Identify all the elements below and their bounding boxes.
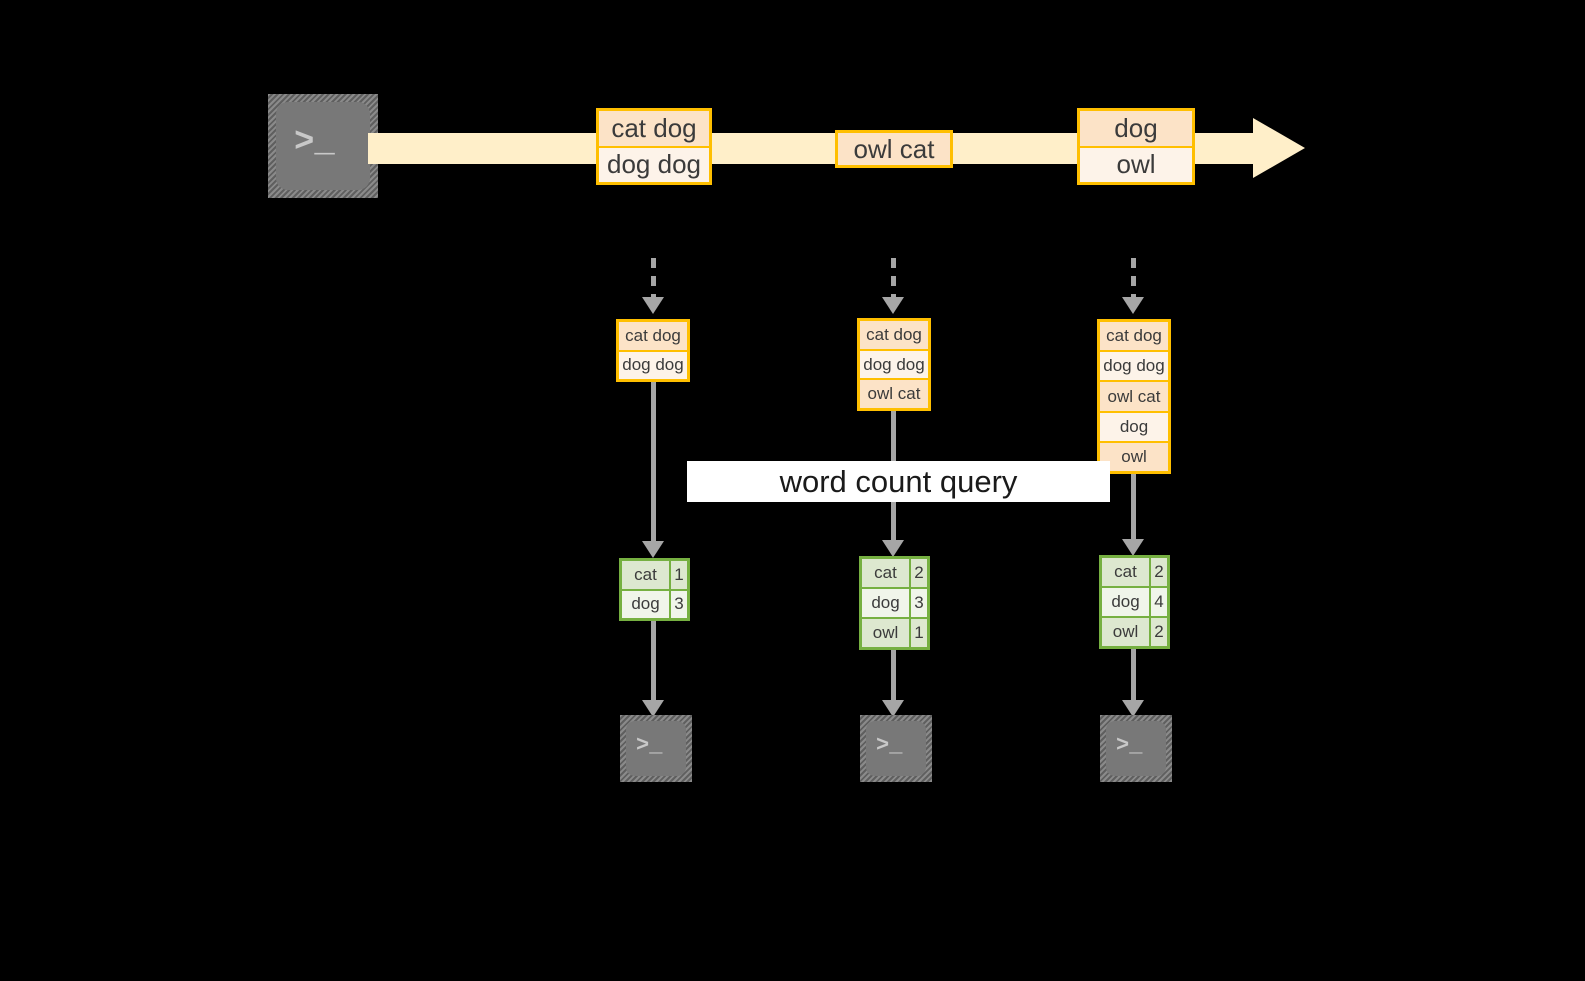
snapshot-link-arrow-head-1	[642, 297, 664, 314]
terminal-screen	[276, 102, 370, 190]
table-row: cat 1	[622, 561, 687, 589]
result-count: 2	[1149, 558, 1167, 586]
terminal-prompt-glyph: >_	[294, 124, 335, 162]
table-row: dog 3	[862, 587, 927, 617]
record-line: owl cat	[838, 133, 950, 165]
result-count: 3	[909, 589, 927, 617]
terminal-prompt-glyph: >_	[636, 733, 663, 758]
query-arrow-shaft-3	[1131, 474, 1136, 541]
table-row: cat 2	[862, 559, 927, 587]
snapshot-line: dog dog	[1100, 350, 1168, 381]
terminal-prompt-glyph: >_	[876, 733, 903, 758]
record-line: dog dog	[599, 145, 709, 182]
snapshot-link-arrow-shaft-1	[651, 258, 656, 298]
sink-terminal-icon-1: >_	[620, 715, 692, 782]
snapshot-link-arrow-head-3	[1122, 297, 1144, 314]
sink-arrow-shaft-1	[651, 621, 656, 701]
result-table-2: cat 2 dog 3 owl 1	[859, 556, 930, 650]
result-word: owl	[862, 619, 909, 647]
result-count: 4	[1149, 588, 1167, 616]
snapshot-box-1: cat dog dog dog	[616, 319, 690, 382]
result-word: owl	[1102, 618, 1149, 646]
result-word: dog	[862, 589, 909, 617]
result-word: cat	[1102, 558, 1149, 586]
terminal-screen	[1106, 721, 1166, 776]
result-count: 2	[1149, 618, 1167, 646]
sink-arrow-head-2	[882, 700, 904, 717]
query-arrow-head-3	[1122, 539, 1144, 556]
terminal-screen	[626, 721, 686, 776]
query-arrow-head-1	[642, 541, 664, 558]
record-line: cat dog	[599, 111, 709, 146]
query-arrow-head-2	[882, 540, 904, 557]
result-table-3: cat 2 dog 4 owl 2	[1099, 555, 1170, 649]
stream-arrow-head	[1253, 118, 1305, 178]
stream-record-3: dog owl	[1077, 108, 1195, 185]
sink-arrow-head-3	[1122, 700, 1144, 717]
snapshot-line: owl cat	[860, 378, 928, 409]
snapshot-link-arrow-shaft-3	[1131, 258, 1136, 298]
snapshot-line: cat dog	[860, 321, 928, 349]
snapshot-link-arrow-head-2	[882, 297, 904, 314]
snapshot-line: cat dog	[619, 322, 687, 350]
result-word: dog	[1102, 588, 1149, 616]
table-row: dog 4	[1102, 586, 1167, 616]
sink-terminal-icon-3: >_	[1100, 715, 1172, 782]
sink-arrow-head-1	[642, 700, 664, 717]
table-row: dog 3	[622, 588, 687, 618]
sink-terminal-icon-2: >_	[860, 715, 932, 782]
table-row: cat 2	[1102, 558, 1167, 586]
result-word: cat	[862, 559, 909, 587]
snapshot-line: cat dog	[1100, 322, 1168, 351]
terminal-screen	[866, 721, 926, 776]
snapshot-line: dog dog	[860, 348, 928, 379]
snapshot-line: dog	[1100, 410, 1168, 441]
record-line: owl	[1080, 145, 1192, 182]
snapshot-line: owl cat	[1100, 380, 1168, 411]
terminal-prompt-glyph: >_	[1116, 733, 1143, 758]
snapshot-line: owl	[1100, 440, 1168, 472]
stream-record-1: cat dog dog dog	[596, 108, 712, 185]
stream-record-2: owl cat	[835, 130, 953, 168]
result-count: 3	[669, 590, 687, 618]
source-terminal-icon: >_	[268, 94, 378, 198]
result-count: 2	[909, 559, 927, 587]
snapshot-box-3: cat dog dog dog owl cat dog owl	[1097, 319, 1171, 474]
snapshot-box-2: cat dog dog dog owl cat	[857, 318, 931, 411]
result-count: 1	[669, 561, 687, 589]
record-line: dog	[1080, 111, 1192, 146]
table-row: owl 1	[862, 617, 927, 647]
query-arrow-shaft-1	[651, 382, 656, 542]
result-word: cat	[622, 561, 669, 589]
query-caption-text: word count query	[779, 463, 1018, 499]
table-row: owl 2	[1102, 616, 1167, 646]
sink-arrow-shaft-2	[891, 650, 896, 701]
result-table-1: cat 1 dog 3	[619, 558, 690, 621]
snapshot-link-arrow-shaft-2	[891, 258, 896, 298]
result-count: 1	[909, 619, 927, 647]
query-caption-banner: word count query	[687, 461, 1110, 502]
snapshot-line: dog dog	[619, 349, 687, 379]
result-word: dog	[622, 590, 669, 618]
sink-arrow-shaft-3	[1131, 649, 1136, 701]
